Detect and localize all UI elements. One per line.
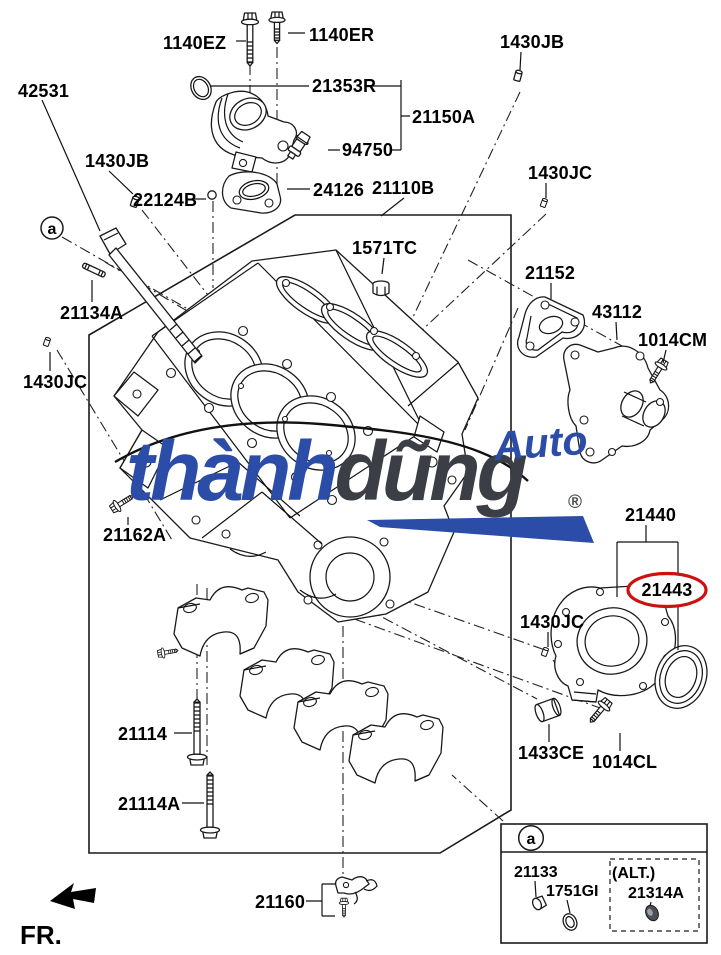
watermark-word-blue: thành (126, 424, 339, 518)
core-plug-icon-21133 (531, 895, 548, 911)
part-label-21152: 21152 (525, 263, 575, 283)
stud-icon-21134a (81, 262, 106, 278)
bolt-icon-21114a (199, 771, 221, 839)
ball-icon-22124b (207, 190, 217, 200)
watermark-brand: thànhdũng (126, 429, 528, 513)
seal-housing-icon-21440 (550, 584, 677, 703)
part-label-21160: 21160 (255, 892, 305, 912)
part-label-1430jc-bottom: 1430JC (520, 612, 584, 632)
bushing-icon-1433ce (534, 697, 562, 723)
oil-seal-icon-21443 (654, 645, 708, 709)
dowel-pin-icon-1430jc-right (539, 197, 549, 209)
bolt-icon-21114 (186, 698, 208, 766)
part-label-1430jc-left: 1430JC (23, 372, 87, 392)
front-face-details (413, 415, 457, 487)
part-labels: 1140EZ 1140ER 21353R 21150A 94750 24126 … (18, 25, 707, 912)
part-label-21110b: 21110B (372, 178, 434, 198)
watermark-auto: Auto (492, 416, 589, 470)
part-label-1433ce: 1433CE (518, 743, 584, 763)
knock-sensor-icon-94750 (287, 130, 311, 160)
oil-jet-icon-21160 (334, 876, 378, 918)
engine-block-illustration (113, 249, 529, 623)
bolt-icon-1140er (268, 11, 286, 45)
part-label-1140er: 1140ER (309, 25, 374, 45)
harness-curve (114, 421, 529, 482)
part-label-22124b: 22124B (133, 190, 197, 210)
plug-icon-1571tc (372, 280, 390, 297)
part-label-21150a: 21150A (412, 107, 475, 127)
registered-mark: ® (568, 492, 582, 513)
bracket-icon-24126 (221, 171, 282, 214)
part-label-21314a: 21314A (628, 885, 684, 902)
part-label-24126: 24126 (313, 180, 364, 200)
dowel-pin-icon-1430jb-right (512, 68, 524, 83)
detail-ref-circle: a (40, 216, 64, 240)
part-label-21162a: 21162A (103, 525, 166, 545)
oring-icon-21353r (190, 75, 212, 101)
watermark-swoosh (367, 516, 594, 543)
leader-lines (41, 32, 679, 917)
alt-label: (ALT.) (612, 865, 655, 882)
part-label-21440: 21440 (625, 505, 676, 525)
part-label-1430jb-left: 1430JB (85, 151, 149, 171)
gasket-icon-21152 (517, 296, 586, 358)
front-direction-label: FR. (20, 920, 62, 950)
cap-side-bolt-icon (156, 644, 180, 660)
part-label-21134a: 21134A (60, 303, 123, 323)
part-label-21114: 21114 (118, 724, 167, 744)
water-inlet-icon-21150a (210, 90, 298, 173)
part-label-1430jb-right: 1430JB (500, 32, 564, 52)
cylinder-bores (184, 331, 356, 471)
far-bank-openings (275, 276, 429, 378)
part-label-1140ez: 1140EZ (163, 33, 226, 53)
part-label-1014cm: 1014CM (638, 330, 707, 350)
part-label-21353r: 21353R (312, 76, 376, 96)
part-label-21133: 21133 (514, 864, 558, 881)
part-label-21114a: 21114A (118, 794, 180, 814)
part-label-1430jc-right: 1430JC (528, 163, 592, 183)
part-label-94750: 94750 (342, 140, 393, 160)
assembly-boundary-box (88, 214, 512, 854)
part-label-43112: 43112 (592, 302, 642, 322)
dowel-pin-icon-1430jc-bottom (540, 646, 550, 658)
skirt-ribs (159, 461, 337, 599)
bolt-icon-1140ez (240, 12, 260, 67)
part-label-1571tc: 1571TC (352, 238, 417, 258)
core-plug-icon-21314a (645, 904, 659, 922)
part-label-1751gi: 1751GI (546, 883, 598, 900)
detail-ref-letter: a (48, 221, 57, 238)
detail-inset-box: a 21133 1751GI (ALT.) 21314A (500, 823, 708, 944)
part-label-42531: 42531 (18, 81, 69, 101)
watermark-word-dark: dũng (334, 424, 528, 518)
inset-ref-letter: a (527, 831, 536, 848)
part-label-1014cl: 1014CL (592, 752, 657, 772)
highlight-oval-21443 (626, 571, 708, 609)
dowel-pin-icon-1430jc-left (42, 336, 52, 348)
left-mount-bosses (113, 371, 169, 489)
front-direction-arrow-icon (50, 883, 96, 909)
part-label-21443: 21443 (641, 580, 692, 600)
cover-icon-43112 (563, 343, 670, 464)
ring-icon-1751gi (562, 913, 578, 931)
dipstick-tube-icon-42531 (99, 227, 203, 364)
